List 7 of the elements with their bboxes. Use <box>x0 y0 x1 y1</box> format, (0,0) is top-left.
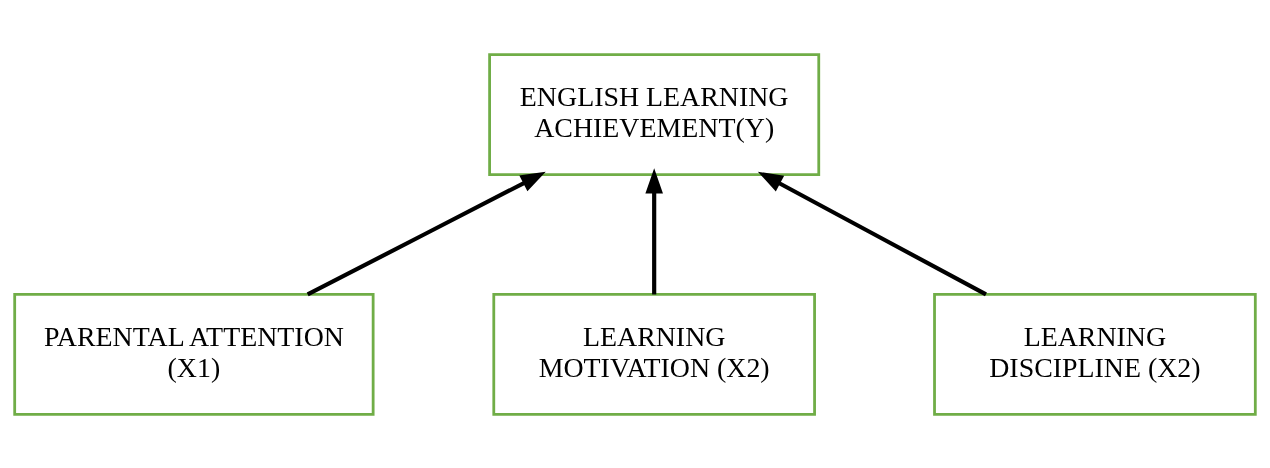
node-box: ENGLISH LEARNING ACHIEVEMENT(Y) <box>488 52 821 176</box>
arrow <box>757 171 987 296</box>
node-box: PARENTAL ATTENTION (X1) <box>13 292 375 416</box>
arrow <box>645 167 663 294</box>
node-box: LEARNING DISCIPLINE (X2) <box>933 292 1257 416</box>
node-box: LEARNING MOTIVATION (X2) <box>492 292 816 416</box>
arrow <box>306 171 546 296</box>
